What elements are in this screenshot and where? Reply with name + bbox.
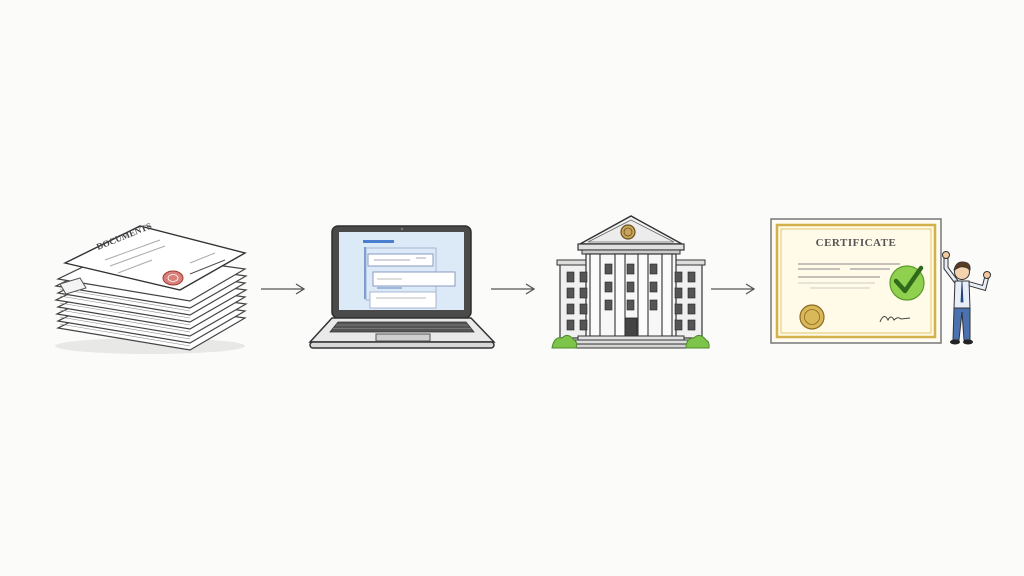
door-icon: [624, 317, 638, 337]
signature: [879, 316, 911, 323]
celebrating-person-icon: [940, 250, 992, 350]
gold-seal-icon: [799, 304, 825, 330]
emblem-icon: [620, 224, 636, 240]
arrow-right-icon: [490, 282, 536, 296]
institution-building-icon: Government / institution building: [551, 214, 710, 350]
documents-stack-icon: Stack of documents: [40, 218, 250, 358]
certificate-title: CERTIFICATE: [816, 237, 897, 249]
arrow-right-icon: [710, 282, 756, 296]
bush-icon: [685, 334, 710, 349]
laptop-icon: Laptop with online form: [306, 224, 498, 352]
arrow-right-icon: [260, 282, 306, 296]
certificate-icon: Certificate awarded CERTIFICATE: [770, 218, 942, 344]
online-form: [363, 240, 456, 309]
red-seal-icon: [162, 270, 184, 286]
bush-icon: [551, 334, 578, 349]
